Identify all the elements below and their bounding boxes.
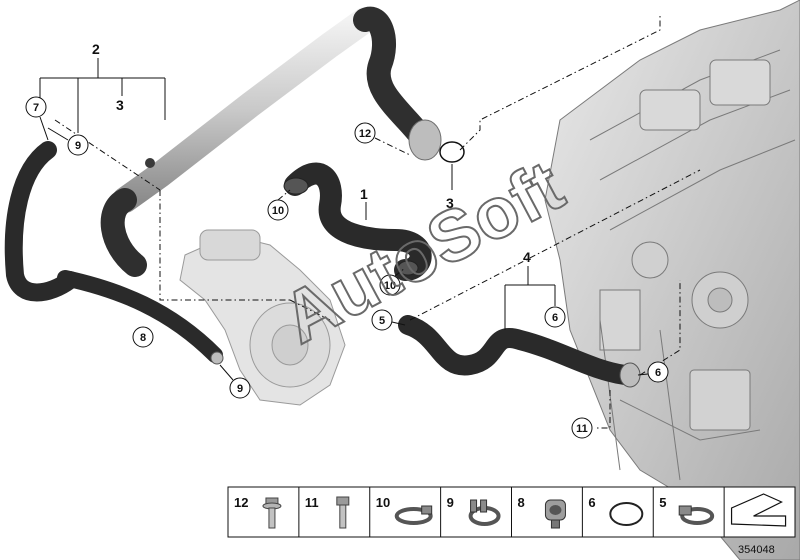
o-ring — [439, 141, 465, 163]
parts-cell-12: 12 — [234, 495, 282, 529]
callout-6-right-bottom: 6 — [637, 361, 669, 383]
parts-number: 6 — [588, 495, 595, 510]
engine-block — [544, 0, 800, 560]
callout-8: 8 — [132, 326, 154, 348]
label-1: 1 — [360, 186, 368, 202]
parts-table: 12 11 10 9 8 6 5 — [227, 486, 796, 538]
svg-text:8: 8 — [140, 332, 146, 344]
arrow-icon — [730, 493, 787, 527]
parts-cell-8: 8 — [511, 487, 566, 537]
parts-cell-6: 6 — [581, 487, 644, 537]
drawing-number: 354048 — [738, 544, 775, 556]
svg-text:9: 9 — [75, 140, 81, 152]
label-4-bracket: 4 — [504, 249, 556, 330]
svg-text:9: 9 — [237, 383, 243, 395]
parts-cell-11: 11 — [298, 487, 350, 537]
callout-7: 7 — [25, 96, 49, 141]
svg-text:6: 6 — [552, 312, 558, 324]
parts-cell-arrow — [723, 487, 787, 537]
hose-clamp-icon — [394, 505, 433, 525]
svg-text:7: 7 — [33, 102, 39, 114]
callout-9-top: 9 — [47, 127, 89, 156]
hose-left — [4, 141, 79, 302]
hose-8 — [57, 270, 224, 365]
svg-text:5: 5 — [379, 315, 385, 327]
callout-5: 5 — [371, 309, 406, 331]
o-ring-icon — [609, 502, 644, 526]
parts-number: 8 — [518, 495, 525, 510]
parts-cell-9: 9 — [440, 487, 501, 537]
parts-cell-5: 5 — [652, 487, 715, 537]
upper-coolant-pipe — [100, 6, 442, 277]
bolt-flange-icon — [262, 497, 282, 529]
parts-number: 5 — [659, 495, 666, 510]
parts-cell-10: 10 — [369, 487, 433, 537]
svg-text:6: 6 — [655, 367, 661, 379]
svg-text:10: 10 — [272, 205, 284, 217]
worm-clamp-icon — [678, 505, 715, 525]
label-1-group: 1 — [360, 186, 368, 220]
bolt-icon — [336, 496, 350, 529]
label-3-bottom: 3 — [446, 195, 454, 211]
svg-text:10: 10 — [384, 280, 396, 292]
label-3-bottom-group: 3 — [446, 164, 454, 211]
clip-icon — [544, 499, 566, 529]
parts-number: 11 — [305, 495, 319, 510]
callouts: 7 9 12 10 10 8 9 — [25, 96, 669, 439]
label-2-bracket: 2 3 — [39, 41, 166, 133]
svg-text:11: 11 — [576, 423, 588, 435]
thermostat-housing — [179, 229, 346, 406]
parts-number: 10 — [376, 495, 390, 510]
hose-4 — [398, 315, 641, 388]
callout-6-right-top: 6 — [544, 306, 566, 328]
callout-12: 12 — [354, 122, 411, 156]
spring-clamp-icon — [468, 499, 501, 526]
callout-9-bottom: 9 — [219, 364, 251, 399]
hose-1 — [283, 162, 432, 281]
label-2: 2 — [92, 41, 100, 57]
parts-number: 9 — [447, 495, 454, 510]
svg-text:12: 12 — [359, 128, 371, 140]
callout-11: 11 — [571, 417, 593, 439]
callout-10-left: 10 — [267, 189, 291, 221]
label-4: 4 — [523, 249, 531, 265]
parts-number: 12 — [234, 495, 248, 510]
label-3-top: 3 — [116, 97, 124, 113]
callout-10-mid: 10 — [379, 267, 406, 296]
